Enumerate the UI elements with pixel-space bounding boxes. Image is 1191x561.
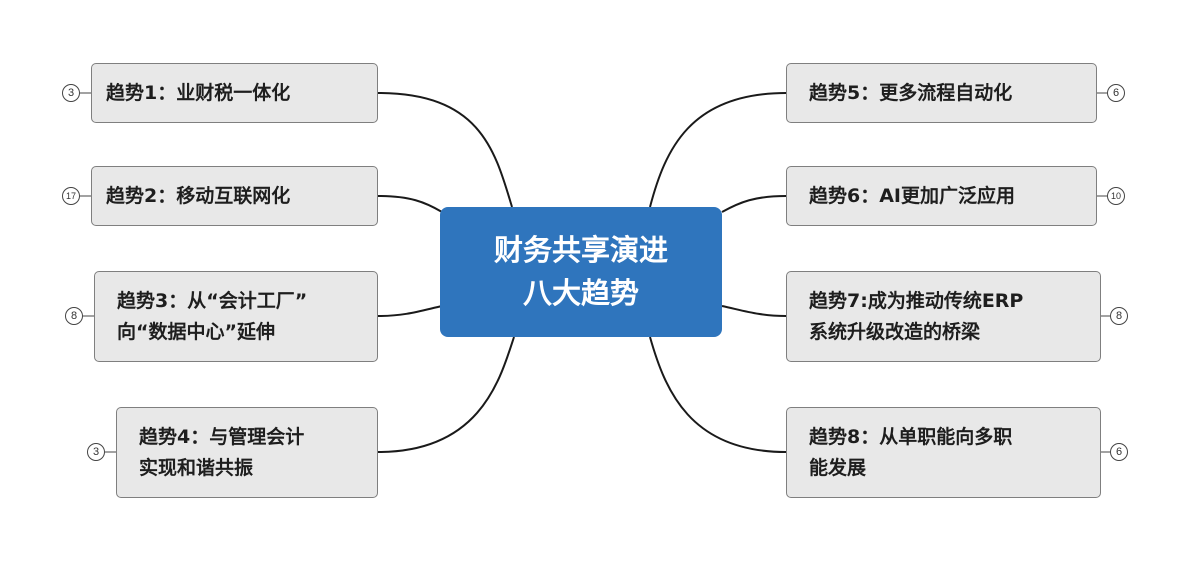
connector-trend-1 (377, 92, 513, 208)
children-count-badge-8[interactable]: 6 (1110, 443, 1128, 461)
trend-topic-5[interactable]: 趋势5：更多流程自动化 (786, 63, 1097, 123)
trend-topic-4-label: 趋势4：与管理会计 实现和谐共振 (139, 425, 305, 479)
children-count-badge-2[interactable]: 17 (62, 187, 80, 205)
connector-trend-3 (377, 305, 443, 317)
trend-topic-8-label: 趋势8：从单职能向多职 能发展 (809, 425, 1013, 479)
trend-topic-6[interactable]: 趋势6：AI更加广泛应用 (786, 166, 1097, 226)
central-topic[interactable]: 财务共享演进 八大趋势 (440, 207, 722, 337)
trend-topic-2-label: 趋势2：移动互联网化 (106, 184, 291, 207)
children-count-badge-6[interactable]: 10 (1107, 187, 1125, 205)
children-count-badge-1[interactable]: 3 (62, 84, 80, 102)
trend-topic-3[interactable]: 趋势3：从“会计工厂” 向“数据中心”延伸 (94, 271, 378, 362)
trend-topic-7[interactable]: 趋势7:成为推动传统ERP 系统升级改造的桥梁 (786, 271, 1101, 362)
trend-topic-1-label: 趋势1：业财税一体化 (106, 81, 291, 104)
trend-topic-2[interactable]: 趋势2：移动互联网化 (91, 166, 378, 226)
connector-trend-5 (649, 92, 787, 208)
children-count-badge-3[interactable]: 8 (65, 307, 83, 325)
connector-trend-2 (377, 195, 443, 213)
central-topic-title: 财务共享演进 八大趋势 (493, 233, 668, 310)
connector-trend-7 (721, 305, 787, 317)
trend-topic-3-label: 趋势3：从“会计工厂” 向“数据中心”延伸 (117, 289, 308, 343)
connector-trend-8 (649, 336, 787, 453)
connector-trend-4 (377, 336, 515, 453)
trend-topic-4[interactable]: 趋势4：与管理会计 实现和谐共振 (116, 407, 378, 498)
children-count-badge-4[interactable]: 3 (87, 443, 105, 461)
children-count-badge-5[interactable]: 6 (1107, 84, 1125, 102)
trend-topic-6-label: 趋势6：AI更加广泛应用 (809, 184, 1015, 207)
children-count-badge-7[interactable]: 8 (1110, 307, 1128, 325)
trend-topic-8[interactable]: 趋势8：从单职能向多职 能发展 (786, 407, 1101, 498)
trend-topic-1[interactable]: 趋势1：业财税一体化 (91, 63, 378, 123)
trend-topic-5-label: 趋势5：更多流程自动化 (809, 81, 1013, 104)
trend-topic-7-label: 趋势7:成为推动传统ERP 系统升级改造的桥梁 (809, 289, 1024, 343)
connector-trend-6 (721, 195, 787, 213)
